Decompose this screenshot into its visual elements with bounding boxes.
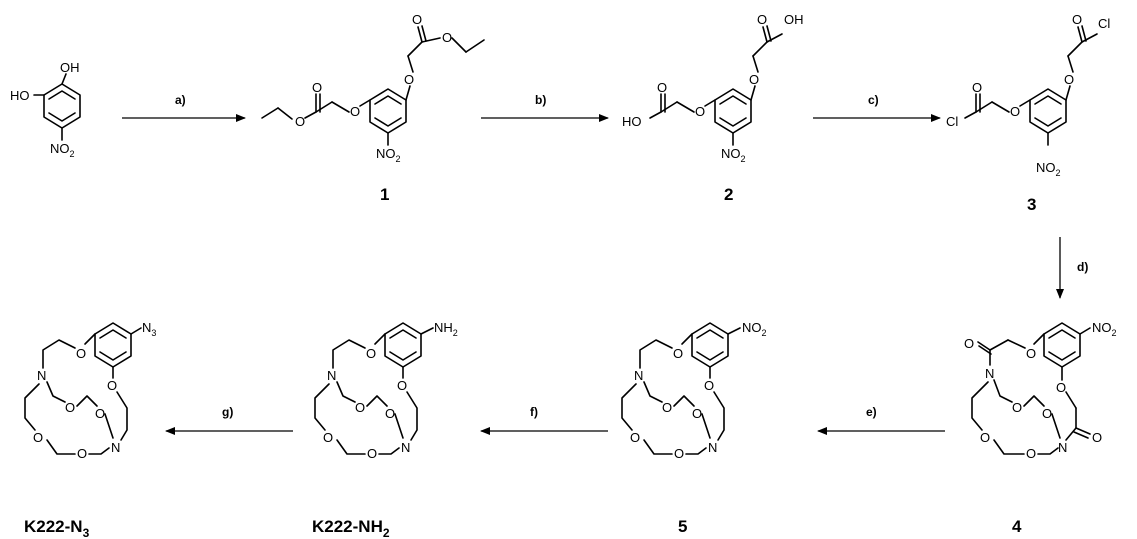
nitro-label: NO2: [721, 146, 746, 164]
nitro-label: NO2: [376, 146, 401, 164]
svg-text:HO: HO: [622, 114, 642, 129]
svg-text:O: O: [749, 72, 759, 87]
svg-text:O: O: [1092, 430, 1102, 445]
compound-1: O O O O O O NO2 1: [261, 12, 485, 204]
nitro-label: NO2: [50, 141, 75, 159]
svg-text:OH: OH: [784, 12, 804, 27]
svg-text:N: N: [37, 368, 46, 383]
svg-text:N: N: [111, 440, 120, 455]
svg-text:O: O: [1056, 380, 1066, 395]
svg-text:O: O: [1064, 72, 1074, 87]
svg-text:O: O: [397, 378, 407, 393]
svg-text:O: O: [630, 430, 640, 445]
arrow-step-d: d): [1056, 237, 1088, 299]
svg-text:O: O: [323, 430, 333, 445]
compound-label-k222-nh2: K222-NH2: [312, 517, 390, 539]
compound-k222-n3: N3 O O N N O O O O K222-N3: [24, 320, 156, 539]
svg-text:N: N: [401, 440, 410, 455]
svg-text:N: N: [634, 368, 643, 383]
step-label-c: c): [868, 93, 879, 107]
svg-text:O: O: [1026, 446, 1036, 461]
arrow-step-a: a): [122, 93, 246, 122]
compound-3: O O Cl O O Cl NO2 3: [946, 12, 1110, 214]
arrow-step-b: b): [481, 93, 609, 122]
svg-text:O: O: [980, 430, 990, 445]
svg-text:O: O: [692, 406, 702, 421]
compound-label-k222-n3: K222-N3: [24, 517, 90, 539]
compound-4: NO2 O O O N O N O O O O 4: [964, 320, 1117, 536]
svg-text:O: O: [76, 346, 86, 361]
arrow-step-f: f): [480, 405, 608, 435]
compound-k222-nh2: NH2 O O N N O O O O K222-NH2: [312, 320, 458, 539]
svg-text:O: O: [33, 430, 43, 445]
compound-label-5: 5: [678, 517, 687, 536]
svg-text:O: O: [107, 378, 117, 393]
svg-text:O: O: [674, 446, 684, 461]
amine-label: NH2: [434, 320, 458, 338]
svg-text:O: O: [350, 104, 360, 119]
compound-5: NO2 O O N N O O O O 5: [621, 320, 767, 536]
svg-text:O: O: [1026, 346, 1036, 361]
arrow-step-e: e): [817, 405, 945, 435]
svg-text:O: O: [95, 406, 105, 421]
svg-text:O: O: [662, 400, 672, 415]
hydroxyl-label: OH: [60, 60, 80, 75]
svg-text:O: O: [1042, 406, 1052, 421]
svg-text:N: N: [1058, 440, 1067, 455]
svg-text:N: N: [327, 368, 336, 383]
svg-text:O: O: [1012, 400, 1022, 415]
svg-text:Cl: Cl: [946, 114, 958, 129]
svg-text:O: O: [404, 72, 414, 87]
step-label-g: g): [222, 405, 233, 419]
nitro-label: NO2: [742, 320, 767, 338]
nitro-label: NO2: [1036, 160, 1061, 178]
compound-label-2: 2: [724, 185, 733, 204]
arrow-step-g: g): [165, 405, 293, 435]
step-label-d: d): [1077, 260, 1088, 274]
svg-text:O: O: [673, 346, 683, 361]
svg-text:O: O: [442, 30, 452, 45]
arrow-step-c: c): [813, 93, 941, 122]
svg-text:O: O: [657, 80, 667, 95]
svg-text:N: N: [985, 366, 994, 381]
step-label-b: b): [535, 93, 546, 107]
svg-text:O: O: [385, 406, 395, 421]
svg-text:O: O: [412, 12, 422, 27]
step-label-a: a): [175, 93, 186, 107]
step-label-f: f): [530, 405, 538, 419]
svg-text:O: O: [355, 400, 365, 415]
compound-2: O O OH O O HO NO2 2: [622, 12, 804, 204]
step-label-e: e): [866, 405, 877, 419]
hydroxyl-label-2: HO: [10, 88, 30, 103]
svg-text:O: O: [295, 114, 305, 129]
svg-text:N: N: [708, 440, 717, 455]
svg-text:O: O: [704, 378, 714, 393]
svg-text:O: O: [972, 80, 982, 95]
svg-text:O: O: [757, 12, 767, 27]
svg-text:O: O: [312, 80, 322, 95]
svg-text:O: O: [964, 336, 974, 351]
svg-text:O: O: [695, 104, 705, 119]
starting-material-nitrocatechol: OH HO NO2: [10, 60, 81, 159]
compound-label-3: 3: [1027, 195, 1036, 214]
svg-text:O: O: [77, 446, 87, 461]
svg-text:O: O: [366, 346, 376, 361]
svg-text:O: O: [367, 446, 377, 461]
compound-label-4: 4: [1012, 517, 1022, 536]
svg-text:Cl: Cl: [1098, 16, 1110, 31]
nitro-label: NO2: [1092, 320, 1117, 338]
azide-label: N3: [142, 320, 156, 338]
svg-text:O: O: [1072, 12, 1082, 27]
svg-text:O: O: [65, 400, 75, 415]
svg-text:O: O: [1010, 104, 1020, 119]
compound-label-1: 1: [380, 185, 389, 204]
